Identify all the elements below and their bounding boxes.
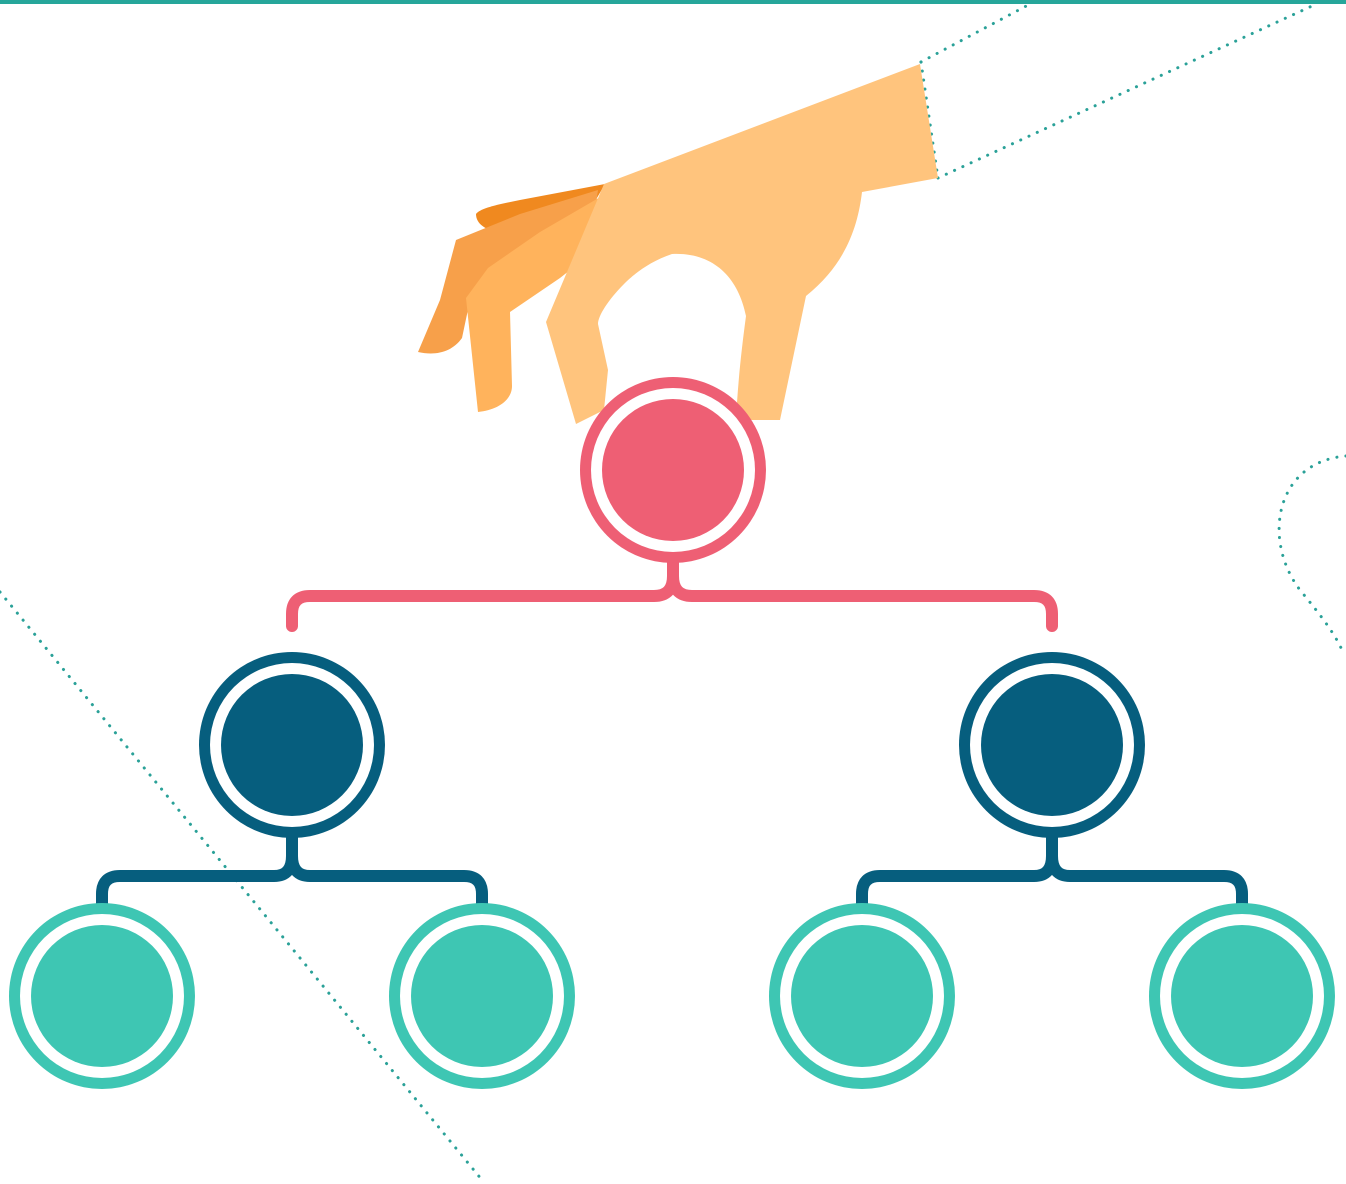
- dotted-line-top-right: [936, 4, 1314, 180]
- leaf-node-core: [31, 925, 173, 1067]
- middle-finger: [466, 196, 602, 412]
- connector-right-manager-to-leaves: [856, 830, 1248, 912]
- leaf-node-1[interactable]: [9, 903, 195, 1089]
- hand-picking-node-icon: [418, 64, 938, 424]
- manager-node-left[interactable]: [199, 652, 385, 838]
- dotted-line-right-curve: [1277, 454, 1346, 652]
- dotted-line-sleeve-edge: [919, 60, 940, 180]
- dotted-line-diagonal-left: [0, 590, 484, 1182]
- leaf-node-2[interactable]: [389, 903, 575, 1089]
- root-node-core: [602, 399, 744, 541]
- connector-left-manager-to-leaves: [96, 830, 488, 912]
- root-node[interactable]: [580, 377, 766, 563]
- leaf-node-core: [1171, 925, 1313, 1067]
- palm-and-thumb: [546, 64, 938, 424]
- dotted-line-top-left: [919, 2, 1032, 64]
- leaf-node-3[interactable]: [769, 903, 955, 1089]
- leaf-node-core: [411, 925, 553, 1067]
- manager-node-core: [221, 674, 363, 816]
- leaf-node-4[interactable]: [1149, 903, 1335, 1089]
- org-chart-connectors: [96, 550, 1248, 912]
- connector-root-to-managers: [286, 550, 1058, 632]
- manager-node-core: [981, 674, 1123, 816]
- org-chart-nodes: [9, 377, 1335, 1089]
- top-accent-border: [0, 0, 1346, 4]
- manager-node-right[interactable]: [959, 652, 1145, 838]
- leaf-node-core: [791, 925, 933, 1067]
